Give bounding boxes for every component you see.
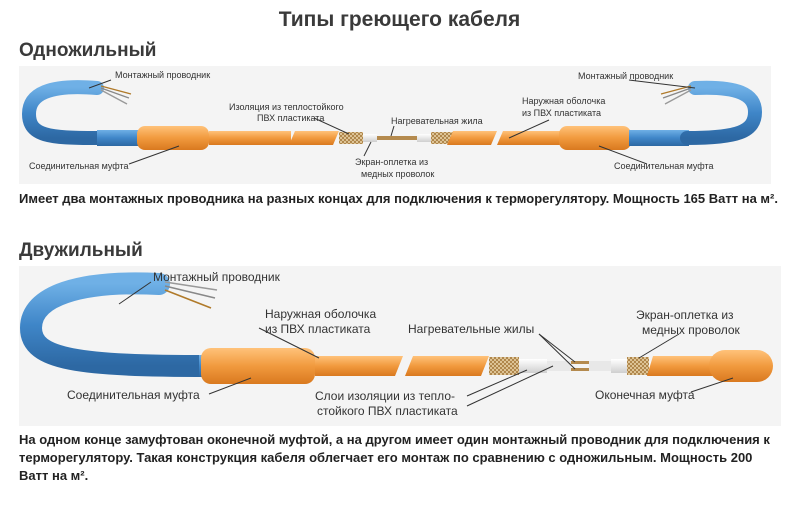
coupling-left-sleeve	[137, 126, 209, 150]
label-outer-2: из ПВХ пластиката	[265, 322, 371, 336]
heating-core-1	[571, 361, 589, 364]
single-core-diagram-svg: Монтажный проводник Монтажный проводник …	[21, 70, 763, 179]
label-coupling-right: Соединительная муфта	[614, 161, 714, 171]
label-layers-1: Слои изоляции из тепло-	[315, 389, 455, 403]
label-mount: Монтажный проводник	[153, 270, 281, 284]
label-insulation-2: ПВХ пластиката	[257, 113, 324, 123]
label-outer-1: Наружная оболочка	[522, 96, 605, 106]
mount-wire-left	[21, 80, 104, 145]
mount-wire-right	[680, 80, 763, 145]
mount-wire	[19, 272, 220, 377]
insulation-inner-left	[547, 361, 571, 371]
label-screen-2: медных проволок	[361, 169, 434, 179]
label-mount-right: Монтажный проводник	[578, 71, 673, 81]
label-insulation-1: Изоляция из теплостойкого	[229, 102, 344, 112]
heating-core	[377, 136, 417, 140]
heating-core-2	[571, 368, 589, 371]
wire-strands	[164, 281, 218, 309]
screen-braid-left	[339, 132, 363, 144]
double-core-diagram: Монтажный проводник Наружная оболочка из…	[19, 266, 781, 426]
double-core-description: На одном конце замуфтован оконечной муфт…	[19, 432, 770, 483]
single-core-description: Имеет два монтажных проводника на разных…	[19, 191, 778, 206]
outer-sheath-2	[405, 356, 489, 376]
single-core-heading: Одножильный	[19, 40, 157, 61]
outer-sheath-1	[315, 356, 403, 376]
label-coupling: Соединительная муфта	[67, 388, 200, 402]
coupling-right	[629, 130, 689, 146]
label-end-coupling: Оконечная муфта	[595, 388, 695, 402]
double-core-heading: Двужильный	[19, 240, 143, 261]
insulation-outer-right	[611, 359, 627, 373]
label-mount-left: Монтажный проводник	[115, 70, 210, 80]
label-layers-2: стойкого ПВХ пластиката	[317, 404, 458, 418]
end-coupling	[709, 350, 773, 382]
outer-sheath-3	[447, 131, 497, 145]
wire-strands-left	[100, 85, 132, 105]
label-screen-1: Экран-оплетка из	[355, 157, 428, 167]
outer-sheath-3	[647, 356, 719, 376]
leader-lines-double	[118, 281, 734, 407]
single-core-diagram: Монтажный проводник Монтажный проводник …	[19, 66, 771, 184]
label-outer-2: из ПВХ пластиката	[522, 108, 601, 118]
label-screen-1: Экран-оплетка из	[636, 308, 734, 322]
coupling-sleeve	[201, 348, 315, 384]
insulation-outer-left	[519, 359, 547, 373]
coupling-right-sleeve	[559, 126, 631, 150]
outer-sheath-1	[209, 131, 291, 145]
insulation-inner-right	[589, 361, 611, 371]
double-core-diagram-svg: Монтажный проводник Наружная оболочка из…	[19, 270, 773, 418]
leader-lines-single	[88, 79, 696, 165]
screen-braid-right	[627, 357, 649, 375]
label-screen-2: медных проволок	[642, 323, 741, 337]
insulation-left	[363, 134, 377, 142]
label-heating-core: Нагревательная жила	[391, 116, 483, 126]
screen-braid-left	[489, 357, 519, 375]
page-title: Типы греющего кабеля	[278, 8, 521, 31]
wire-strands-right	[660, 85, 692, 105]
outer-sheath-2	[289, 131, 339, 145]
label-coupling-left: Соединительная муфта	[29, 161, 129, 171]
screen-braid-right	[431, 132, 453, 144]
insulation-right	[417, 134, 431, 142]
label-heating-cores: Нагревательные жилы	[408, 322, 534, 336]
label-outer-1: Наружная оболочка	[265, 307, 376, 321]
